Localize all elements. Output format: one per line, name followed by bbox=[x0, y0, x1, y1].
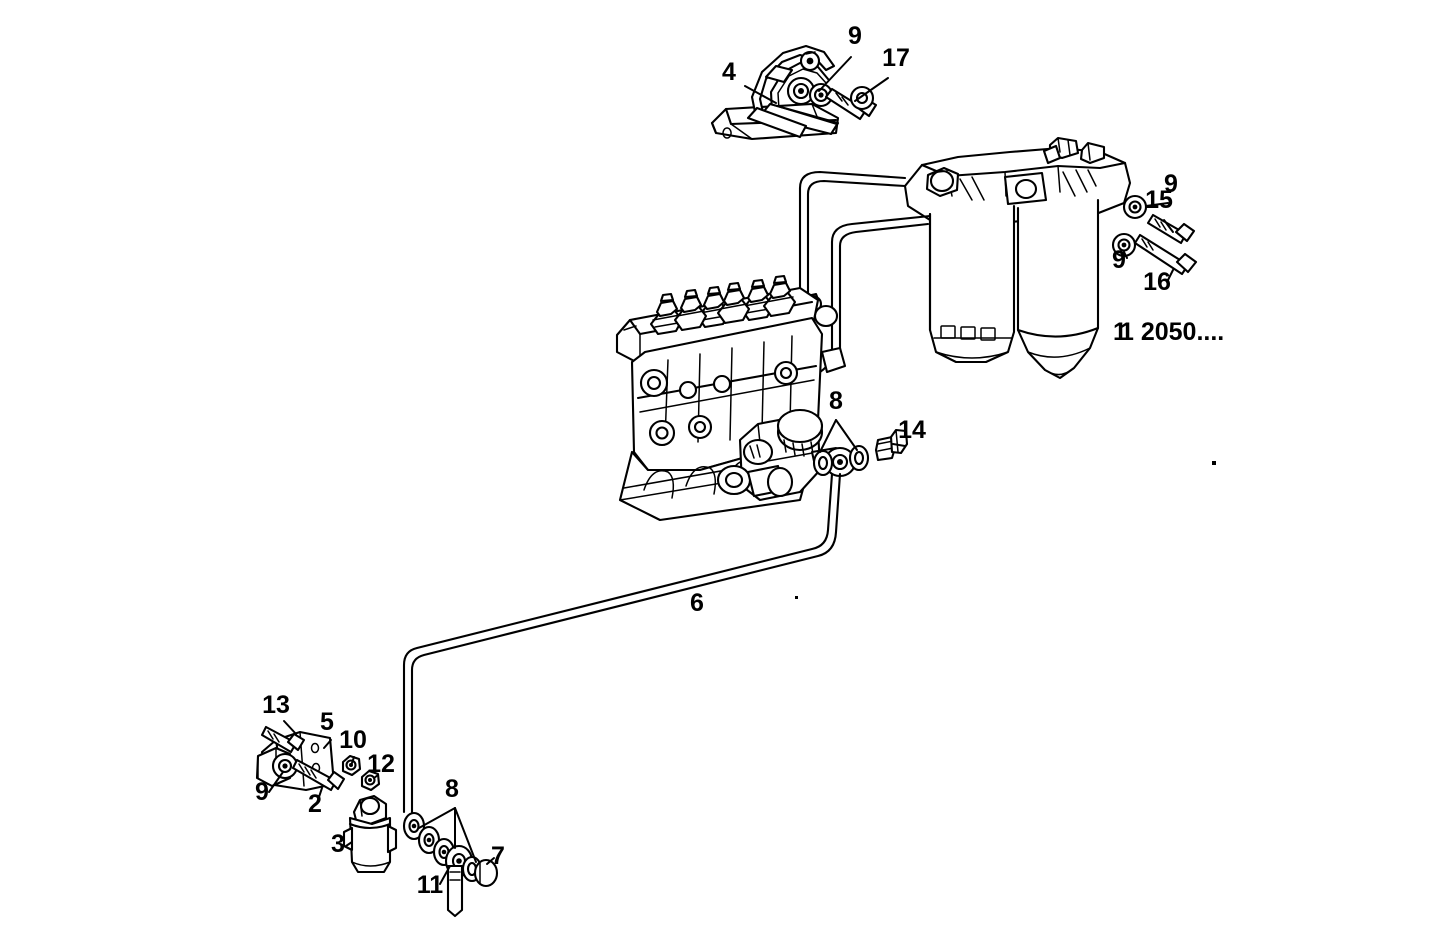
callout-4-c4: 4 bbox=[722, 58, 736, 86]
callout-9-c9c: 9 bbox=[1112, 246, 1126, 274]
callout-14-c14: 14 bbox=[898, 416, 926, 444]
bolt-2 bbox=[291, 758, 346, 792]
leader-9-lower bbox=[1123, 251, 1128, 259]
callout-16-c16: 16 bbox=[1143, 268, 1171, 296]
leader-16 bbox=[1166, 269, 1174, 283]
callout-9-c9b: 9 bbox=[1164, 170, 1178, 198]
speck-artifact bbox=[1212, 461, 1216, 465]
callout-8-c8b: 8 bbox=[445, 775, 459, 803]
nut-12 bbox=[360, 769, 381, 792]
nut-10 bbox=[341, 754, 362, 777]
callout-12-c12: 12 bbox=[367, 750, 395, 778]
callout-10-c10: 10 bbox=[339, 726, 367, 754]
plug-7 bbox=[473, 858, 499, 888]
callout-9-c9a: 9 bbox=[848, 22, 862, 50]
callout-2-c2: 2 bbox=[308, 790, 322, 818]
banjo-hardware-upper bbox=[812, 428, 909, 478]
injection-pump bbox=[615, 274, 842, 522]
callout-7-c7: 7 bbox=[491, 842, 505, 870]
callout-8-c8a: 8 bbox=[829, 387, 843, 415]
leader-15 bbox=[1163, 219, 1174, 233]
fuel-filter-assembly bbox=[903, 136, 1132, 380]
banjo-hardware-lower bbox=[345, 807, 499, 918]
speck-artifact-2 bbox=[795, 596, 798, 599]
delivery-valve-holders bbox=[649, 274, 797, 336]
callout-15-c15: 15 bbox=[1145, 186, 1173, 214]
leader-9-upper bbox=[1145, 202, 1169, 207]
callout-17-c17: 17 bbox=[882, 44, 910, 72]
callout-3-c3: 3 bbox=[331, 830, 345, 858]
leader-8-upper-a bbox=[819, 419, 837, 453]
feed-pump-bracket-assembly bbox=[255, 720, 381, 804]
leader-14 bbox=[892, 443, 906, 447]
callout-5-c5: 5 bbox=[320, 708, 334, 736]
support-bracket-assembly bbox=[710, 44, 889, 141]
bolt-16 bbox=[1133, 233, 1198, 276]
filter-mounting-hardware bbox=[1111, 194, 1198, 276]
banjo-bolt-14 bbox=[874, 428, 909, 462]
part-number-label: 1 2050.... bbox=[1120, 318, 1224, 346]
callout-11-c11: 11 bbox=[417, 871, 444, 899]
callout-9-c9d: 9 bbox=[255, 778, 269, 806]
bolt-15 bbox=[1146, 213, 1196, 245]
callout-1-c1: 1 bbox=[1113, 318, 1127, 346]
banjo-bolt-11 bbox=[446, 864, 464, 918]
leader-8-upper-b bbox=[835, 419, 858, 451]
callout-13-c13: 13 bbox=[262, 691, 290, 719]
fuel-feed-pump bbox=[342, 794, 398, 874]
bolt-13 bbox=[260, 725, 306, 754]
callout-6-c6: 6 bbox=[690, 589, 704, 617]
fuel-pipe-6 bbox=[402, 472, 842, 814]
